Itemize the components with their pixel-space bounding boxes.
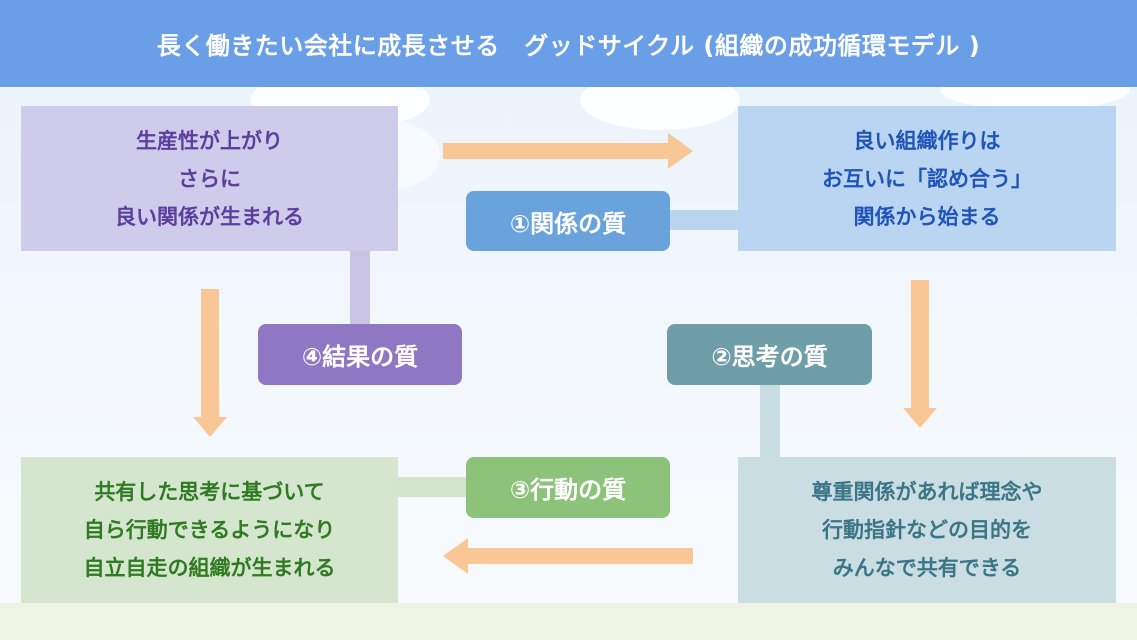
right-arrow-icon — [443, 133, 693, 169]
action-badge-label: ③行動の質 — [509, 476, 627, 504]
action-line: 自ら行動できるようになり — [83, 518, 336, 542]
down-arrow-icon — [193, 289, 227, 437]
relationship-description-box: 良い組織作りは お互いに「認め合う」 関係から始まる — [738, 106, 1116, 251]
thinking-description-box: 尊重関係があれば理念や 行動指針などの目的を みんなで共有できる — [738, 457, 1116, 603]
relationship-badge-label: ①関係の質 — [509, 209, 627, 238]
down-arrow-icon — [903, 280, 937, 428]
result-line: 生産性が上がり — [136, 128, 283, 153]
thinking-line: 行動指針などの目的を — [822, 518, 1032, 542]
result-quality-badge: ④結果の質 — [258, 324, 462, 385]
relationship-quality-badge: ①関係の質 — [466, 191, 670, 251]
left-arrow-icon — [443, 538, 693, 574]
thinking-line: みんなで共有できる — [832, 556, 1022, 580]
result-line: さらに — [178, 166, 241, 191]
title-banner: 長く働きたい会社に成長させる グッドサイクル (組織の成功循環モデル ) — [0, 0, 1137, 87]
result-description-box: 生産性が上がり さらに 良い関係が生まれる — [21, 106, 398, 251]
thinking-badge-label: ②思考の質 — [711, 343, 828, 371]
action-description-box: 共有した思考に基づいて 自ら行動できるようになり 自立自走の組織が生まれる — [21, 457, 398, 603]
ground-decoration — [0, 603, 1137, 640]
page-title: 長く働きたい会社に成長させる グッドサイクル (組織の成功循環モデル ) — [156, 32, 981, 60]
thinking-line: 尊重関係があれば理念や — [811, 480, 1043, 504]
relationship-line: 関係から始まる — [853, 204, 1001, 229]
action-line: 自立自走の組織が生まれる — [83, 556, 336, 580]
connector-thinking — [760, 384, 780, 460]
action-line: 共有した思考に基づいて — [94, 480, 325, 504]
connector-relationship — [668, 210, 740, 230]
result-line: 良い関係が生まれる — [115, 204, 304, 229]
result-badge-label: ④結果の質 — [301, 343, 419, 371]
connector-result — [350, 250, 370, 326]
relationship-line: 良い組織作りは — [853, 128, 1001, 153]
relationship-line: お互いに「認め合う」 — [822, 166, 1032, 191]
connector-action — [398, 477, 468, 497]
action-quality-badge: ③行動の質 — [466, 457, 670, 518]
thinking-quality-badge: ②思考の質 — [667, 324, 872, 385]
